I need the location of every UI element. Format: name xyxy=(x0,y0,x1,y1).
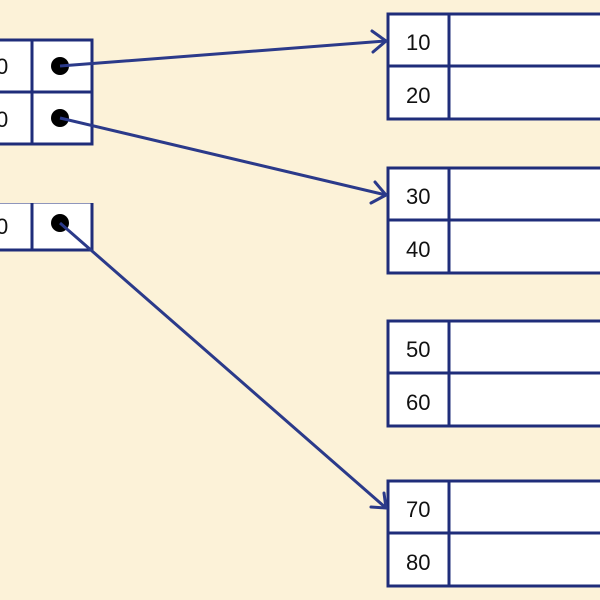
data-block-2: 30 40 xyxy=(386,166,600,275)
data-block-3: 50 60 xyxy=(386,319,600,428)
arrow-head-icon xyxy=(369,491,388,510)
pointer-arrow-line xyxy=(59,116,387,197)
pointer-arrow-3 xyxy=(59,221,388,510)
data-block-1: 10 20 xyxy=(386,12,600,121)
record-key: 20 xyxy=(406,83,430,108)
index-key-label: 0 xyxy=(0,214,8,239)
index-key-label: 0 xyxy=(0,107,8,132)
pointer-arrow-2 xyxy=(59,116,388,205)
arrow-head-icon xyxy=(369,180,388,205)
record-key: 50 xyxy=(406,337,430,362)
record-key: 70 xyxy=(406,497,430,522)
record-key: 80 xyxy=(406,550,430,575)
pointer-arrow-line xyxy=(59,39,387,68)
record-key: 60 xyxy=(406,390,430,415)
record-key: 30 xyxy=(406,184,430,209)
data-block-4: 70 80 xyxy=(386,479,600,588)
record-key: 10 xyxy=(406,30,430,55)
pointer-arrow-line xyxy=(59,221,387,510)
pointer-arrow-1 xyxy=(59,29,388,68)
arrow-head-icon xyxy=(370,29,388,54)
index-key-label: 0 xyxy=(0,54,8,79)
index-block-top: 0 0 xyxy=(0,38,94,146)
open-top-edge xyxy=(0,198,94,203)
index-key-cell xyxy=(0,90,34,146)
record-key: 40 xyxy=(406,237,430,262)
